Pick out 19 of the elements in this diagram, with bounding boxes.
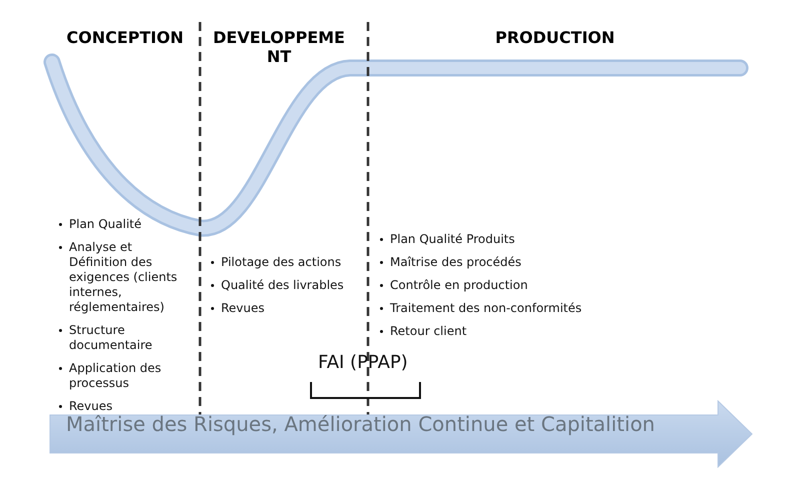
bullet-text: Contrôle en production <box>390 278 528 292</box>
bullet-text: Traitement des non-conformités <box>390 301 582 315</box>
phase-heading: PRODUCTION <box>494 28 616 47</box>
bullet-text: Maîtrise des procédés <box>390 255 522 269</box>
bullet-text: Structure documentaire <box>69 323 152 352</box>
bullet-text: Application des processus <box>69 361 162 390</box>
arrow-label: Maîtrise des Risques, Amélioration Continue et Capitalition <box>66 412 655 436</box>
bullet-text: Revues <box>69 399 113 413</box>
bullet-text: Retour client <box>390 324 467 338</box>
bullet-text: Qualité des livrables <box>221 278 344 292</box>
phase-heading: DEVELOPPEMENT <box>212 28 346 66</box>
bullet-text: Revues <box>221 301 265 315</box>
progress-arrow <box>48 400 753 468</box>
milestone-label: FAI (PPAP) <box>318 352 408 373</box>
bullet-text: Plan Qualité <box>69 217 142 231</box>
bullet-text: Plan Qualité Produits <box>390 232 515 246</box>
bullet-text: Analyse et Définition des exigences (clients internes, réglementaires) <box>69 240 178 314</box>
phase-heading: CONCEPTION <box>66 28 184 47</box>
bullet-text: Pilotage des actions <box>221 255 342 269</box>
